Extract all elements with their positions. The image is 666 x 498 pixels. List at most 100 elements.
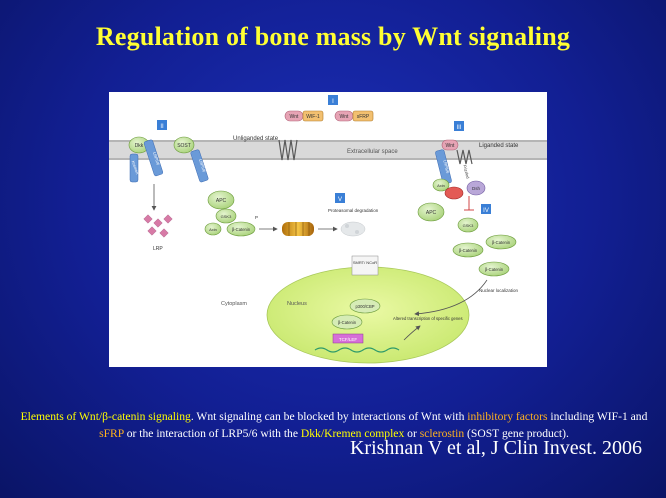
- beta-catenin-free-2-label: β-Catenin: [492, 240, 511, 245]
- caption-text-3: or the interaction of LRP5/6 with the: [123, 427, 301, 440]
- smrt-ncor-box: [351, 255, 379, 276]
- sost-shape: [173, 136, 195, 154]
- nucleus-label: Nucleus: [287, 301, 307, 307]
- lrp-fragment-4: [147, 226, 157, 236]
- gsk3-label: GSK3: [221, 214, 232, 219]
- wif1-label: WIF-1: [306, 114, 320, 120]
- sost-lrp-complex: SOST LRP5/6: [173, 136, 209, 183]
- tcf-lef-box: [332, 333, 364, 344]
- axin-shape-liganded: [432, 178, 450, 192]
- beta-catenin-free-2: [485, 234, 517, 250]
- lrp-fragment-2: [153, 218, 163, 228]
- altered-transcription-label: Altered transcription of specific genes: [393, 316, 463, 321]
- caption-highlight-dkk-kremen: Dkk/Kremen complex: [300, 427, 405, 440]
- nuclear-localization-arrow: [414, 279, 488, 317]
- roman-iv-label: IV: [483, 208, 489, 214]
- beta-catenin-free-1: [452, 242, 484, 258]
- apc-label-liganded: APC: [426, 210, 437, 216]
- wnt-label-liganded: Wnt: [446, 143, 456, 149]
- caption-highlight-sfrp: sFRP: [99, 427, 124, 440]
- degraded-dot-1: [345, 224, 349, 228]
- pathway-svg: Extracellular space I Wnt WIF-1 Wnt sFRP…: [109, 95, 547, 364]
- apc-label: APC: [216, 198, 227, 204]
- wnt-label-2: Wnt: [340, 114, 350, 120]
- frizzled-receptor-unliganded: [278, 139, 298, 161]
- unliganded-label: Unliganded state: [233, 136, 279, 142]
- axin-label: Axin: [209, 227, 217, 232]
- sost-label: SOST: [177, 143, 191, 149]
- destruction-complex: APC GSK3 Axin β-Catenin P: [204, 190, 258, 237]
- beta-catenin-label-phospho: β-Catenin: [232, 227, 251, 232]
- roman-iv-badge: [481, 204, 491, 214]
- beta-catenin-nuclear-label: β-Catenin: [338, 320, 357, 325]
- tcf-lef-label: TCF/LEF: [339, 337, 358, 342]
- figure-caption: Elements of Wnt/β-catenin signaling. Wnt…: [8, 408, 660, 442]
- smrt-ncor-label: SMRT/ NCoR: [353, 260, 377, 265]
- proteasome-body: [282, 222, 314, 236]
- transcription-arrow: [403, 325, 421, 341]
- roman-ii-badge: [157, 120, 167, 130]
- slide-title: Regulation of bone mass by Wnt signaling: [95, 22, 571, 51]
- caption-text-2: including WIF-1 and: [547, 410, 648, 423]
- sfrp-shape: [352, 110, 374, 122]
- lrp56-label-left: LRP5/6: [152, 151, 161, 166]
- dsh-shape: [466, 180, 486, 196]
- caption-text-5: (SOST gene product).: [464, 427, 569, 440]
- proteasome: [282, 222, 314, 236]
- lrp-intracellular-shape: [444, 186, 464, 200]
- wnt-pathway-diagram: Extracellular space I Wnt WIF-1 Wnt sFRP…: [109, 92, 547, 367]
- extracellular-label: Extracellular space: [347, 149, 398, 155]
- gsk3-label-liganded: GSK3: [463, 223, 474, 228]
- axin-label-liganded: Axin: [437, 183, 445, 188]
- gsk3-shape: [215, 208, 237, 224]
- membrane-inner-edge: [109, 158, 547, 160]
- frizzled-label: Frizzled: [462, 164, 470, 179]
- wif1-shape: [302, 110, 324, 122]
- degraded-blob: [340, 221, 366, 237]
- roman-i-badge: [328, 95, 338, 105]
- p300-cbp-shape: [349, 298, 381, 314]
- axin-shape: [204, 222, 222, 236]
- apc-shape-liganded: [417, 202, 445, 222]
- wnt-label-1: Wnt: [290, 114, 300, 120]
- lrp56-shape-mid: [190, 149, 209, 183]
- lrp-fragment-5: [159, 228, 169, 238]
- caption-text-4: or: [404, 427, 420, 440]
- roman-ii-label: II: [160, 124, 164, 130]
- dna-strand: [314, 347, 400, 353]
- frizzled-receptor-liganded: [456, 149, 473, 165]
- roman-v-badge: [335, 193, 345, 203]
- lrp56-label-liganded: LRP5/6: [442, 160, 450, 175]
- dkk-label: Dkk: [135, 143, 144, 149]
- wnt-wif1-complex: Wnt WIF-1: [284, 110, 324, 122]
- phospho-label: P: [255, 215, 258, 220]
- beta-catenin-free-3: [478, 261, 510, 277]
- beta-catenin-free-3-label: β-Catenin: [485, 267, 504, 272]
- lrp56-label-mid: LRP5/6: [198, 158, 207, 173]
- sfrp-label: sFRP: [357, 114, 370, 120]
- membrane-outer-edge: [109, 140, 547, 142]
- roman-i-label: I: [332, 99, 334, 105]
- lrp56-shape-left: [143, 139, 164, 177]
- kremen-label: Kremen: [131, 160, 140, 175]
- roman-v-label: V: [338, 197, 342, 203]
- lrp-fragment-3: [163, 214, 173, 224]
- citation: Krishnan V et al, J Clin Invest. 2006: [349, 437, 642, 459]
- proteasomal-label: Proteasomal degradation: [328, 208, 379, 213]
- wnt-sfrp-complex: Wnt sFRP: [334, 110, 374, 122]
- caption-highlight-inhibitory: inhibitory factors: [467, 410, 548, 423]
- cytoplasm-label: Cytoplasm: [221, 301, 247, 307]
- apc-shape: [207, 190, 235, 210]
- dkk-kremen-complex: Dkk Kremen LRP5/6: [128, 136, 164, 183]
- caption-highlight-sclerostin: sclerostin: [419, 427, 465, 440]
- wnt-shape-liganded: [441, 139, 459, 151]
- roman-iii-label: III: [456, 125, 461, 131]
- roman-iii-badge: [454, 121, 464, 131]
- lrp-fragment-label: LRP: [153, 246, 163, 252]
- caption-text-1: . Wnt signaling can be blocked by intera…: [190, 410, 468, 423]
- kremen-shape: [129, 153, 139, 183]
- p300-cbp-label: p300/CBP: [355, 304, 374, 309]
- beta-catenin-free-1-label: β-Catenin: [459, 248, 478, 253]
- caption-highlight-elements: Elements of Wnt/β-catenin signaling: [20, 410, 191, 423]
- degraded-dot-2: [355, 230, 359, 234]
